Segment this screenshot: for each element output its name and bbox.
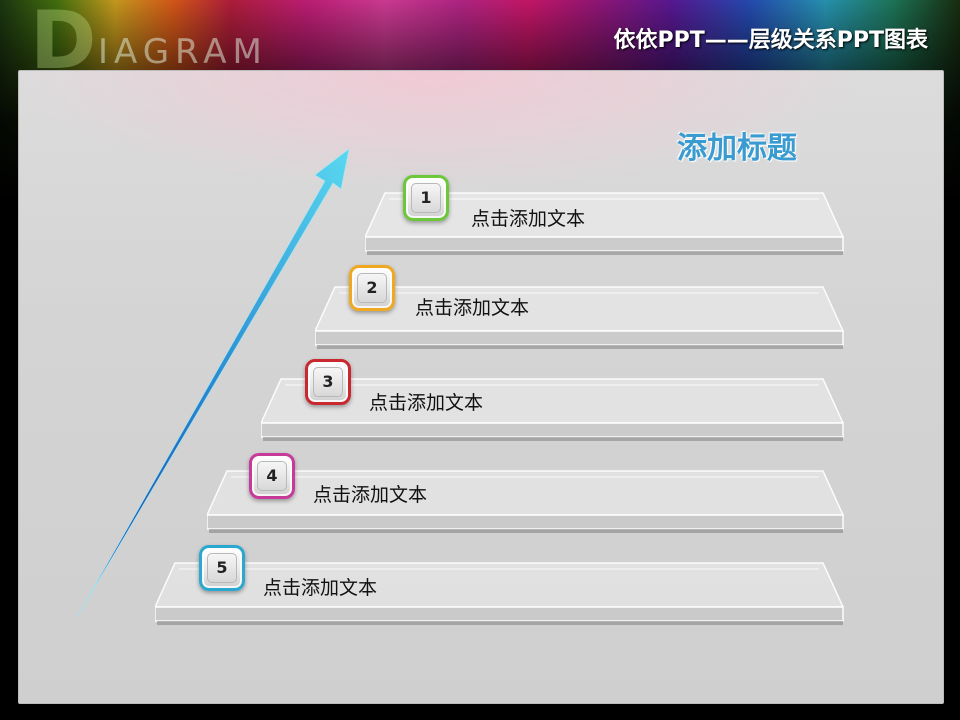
step-label-2[interactable]: 点击添加文本 [415,297,530,319]
step-badge-5: 5 [199,545,245,591]
step-badge-4: 4 [249,453,295,499]
step-shelf-4 [207,470,845,533]
step-number: 5 [207,553,237,583]
step-shelf-3 [261,378,845,441]
step-shelf-1 [365,192,845,255]
step-label-3[interactable]: 点击添加文本 [369,392,484,414]
step-shelf-5 [155,562,845,625]
step-badge-1: 1 [403,175,449,221]
panel-glow [19,71,943,211]
step-label-1[interactable]: 点击添加文本 [471,208,586,230]
step-number: 2 [357,273,387,303]
rising-arrow [76,148,350,618]
step-badge-3: 3 [305,359,351,405]
step-number: 4 [257,461,287,491]
step-label-5[interactable]: 点击添加文本 [263,577,378,599]
step-badge-2: 2 [349,265,395,311]
logo-text: IAGRAM [98,32,268,72]
diagram-title[interactable]: 添加标题 [677,131,797,166]
step-label-4[interactable]: 点击添加文本 [313,484,428,506]
step-shelf-2 [315,286,845,349]
step-number: 3 [313,367,343,397]
step-number: 1 [411,183,441,213]
header-title: 依依PPT——层级关系PPT图表 [613,28,928,53]
diagram-panel: 添加标题 1 点击添加文本 2 点击添加文本 3 点击添加文本 4 点击添加文本 5 点击添加文本 [18,70,944,704]
